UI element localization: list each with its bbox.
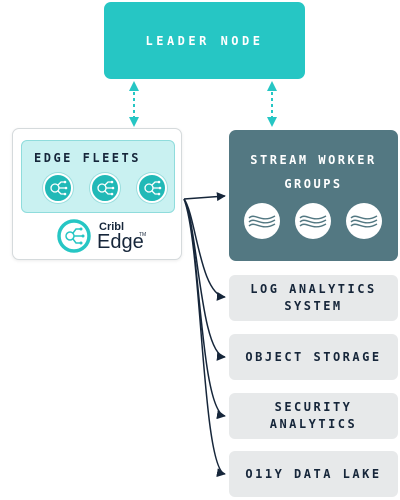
cribl-edge-logo-icon <box>57 219 91 253</box>
leader-node-label: LEADER NODE <box>145 33 264 48</box>
destination-object-storage: OBJECT STORAGE <box>229 334 398 380</box>
destination-log-analytics: LOG ANALYTICS SYSTEM <box>229 275 398 321</box>
edge-to-stream-arrow <box>183 192 226 202</box>
cribl-wordmark: Cribl <box>99 221 125 233</box>
edge-node-icon <box>90 173 120 203</box>
stream-worker-groups-label: STREAM WORKER GROUPS <box>250 153 377 191</box>
destination-label: OBJECT STORAGE <box>245 349 382 364</box>
edge-wordmark: Edge <box>97 231 144 253</box>
destination-security-analytics: SECURITY ANALYTICS <box>229 393 398 439</box>
edge-fleets-label: EDGE FLEETS <box>34 151 141 165</box>
leader-node: LEADER NODE <box>104 2 305 79</box>
stream-worker-icon <box>346 203 382 239</box>
trademark-mark: TM <box>139 232 147 238</box>
stream-worker-icon <box>295 203 331 239</box>
stream-worker-icon <box>244 203 280 239</box>
edge-to-o11y-arrow <box>183 198 226 477</box>
cribl-edge-logo: Cribl Edge TM <box>57 217 177 255</box>
edge-to-log-analytics-arrow <box>183 198 226 301</box>
destination-label: O11Y DATA LAKE <box>245 466 382 481</box>
edge-node-icon <box>43 173 73 203</box>
destination-o11y-data-lake: O11Y DATA LAKE <box>229 451 398 497</box>
destination-label: SECURITY ANALYTICS <box>269 400 358 431</box>
stream-worker-groups: STREAM WORKER GROUPS <box>229 130 398 261</box>
edge-card: EDGE FLEETS Cribl Edge TM <box>12 128 182 260</box>
edge-fleets-panel: EDGE FLEETS <box>21 140 175 213</box>
edge-node-icon <box>137 173 167 203</box>
destination-label: LOG ANALYTICS SYSTEM <box>250 282 377 313</box>
